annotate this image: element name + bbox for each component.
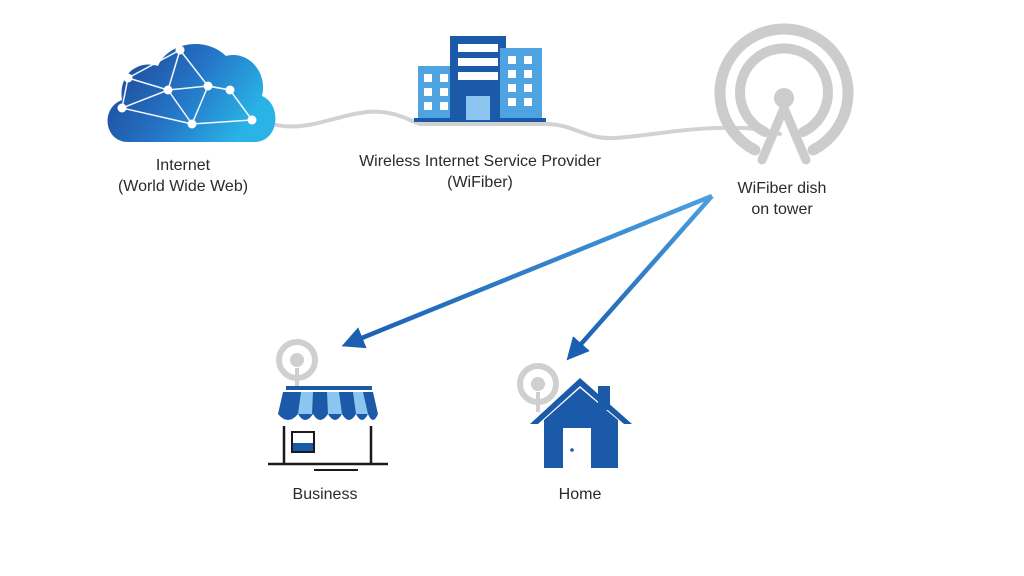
home-label: Home (530, 484, 630, 505)
internet-label-line1: Internet (155, 157, 211, 174)
storefront-icon (268, 339, 388, 471)
arrow-to-home (566, 194, 714, 361)
house-icon (517, 363, 632, 468)
isp-label-line2: (WiFiber) (447, 174, 513, 191)
home-label-text: Home (558, 486, 602, 503)
internet-label: Internet (World Wide Web) (98, 155, 268, 197)
business-label: Business (270, 484, 380, 505)
radio-tower-icon (714, 23, 854, 165)
arrow-to-business (341, 193, 713, 349)
cloud-icon (107, 43, 276, 142)
isp-label-line1: Wireless Internet Service Provider (359, 153, 601, 170)
internet-label-line2: (World Wide Web) (117, 178, 249, 195)
connection-cable (248, 109, 782, 141)
business-label-text: Business (292, 486, 358, 503)
tower-label-line2: on tower (751, 201, 813, 218)
tower-label-line1: WiFiber dish (737, 180, 827, 197)
tower-label: WiFiber dish on tower (712, 178, 852, 220)
isp-label: Wireless Internet Service Provider (WiFi… (340, 151, 620, 193)
isp-building-icon (414, 36, 546, 122)
